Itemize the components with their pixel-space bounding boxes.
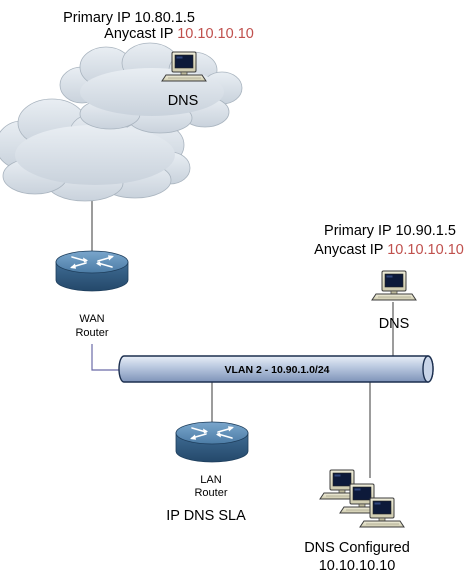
wan-router: WAN Router	[55, 250, 129, 339]
clients-caption-line1: DNS Configured	[304, 540, 410, 556]
wan-router-label-line1: WAN	[79, 313, 104, 325]
lan-router-label-line2: Router	[194, 487, 227, 499]
lan-router-caption: IP DNS SLA	[166, 508, 246, 524]
client-workstations: DNS Configured 10.10.10.10	[304, 469, 410, 574]
lan-router: LAN Router IP DNS SLA	[166, 421, 249, 524]
vlan-label: VLAN 2 - 10.90.1.0/24	[224, 364, 329, 376]
vlan-segment: VLAN 2 - 10.90.1.0/24	[118, 355, 434, 383]
cloud-icon	[0, 42, 243, 202]
workstation-icon	[371, 270, 417, 301]
lan-router-label-line1: LAN	[200, 474, 221, 486]
router-icon	[55, 250, 129, 292]
wan-router-to-vlan-line	[91, 344, 124, 371]
clients-caption-line2: 10.10.10.10	[319, 558, 396, 574]
local-anycast-ip-label: Anycast IP 10.10.10.10	[314, 242, 464, 258]
wan-router-label-line2: Router	[75, 327, 108, 339]
remote-dns-label: DNS	[168, 93, 199, 109]
remote-anycast-ip-label: Anycast IP 10.10.10.10	[104, 26, 254, 42]
local-primary-ip-label: Primary IP 10.90.1.5	[324, 223, 456, 239]
router-icon	[175, 421, 249, 463]
local-dns-label: DNS	[379, 316, 410, 332]
remote-dns-server: DNS	[161, 51, 207, 109]
local-dns-server: DNS	[371, 270, 417, 332]
remote-primary-ip-label: Primary IP 10.80.1.5	[63, 10, 195, 26]
